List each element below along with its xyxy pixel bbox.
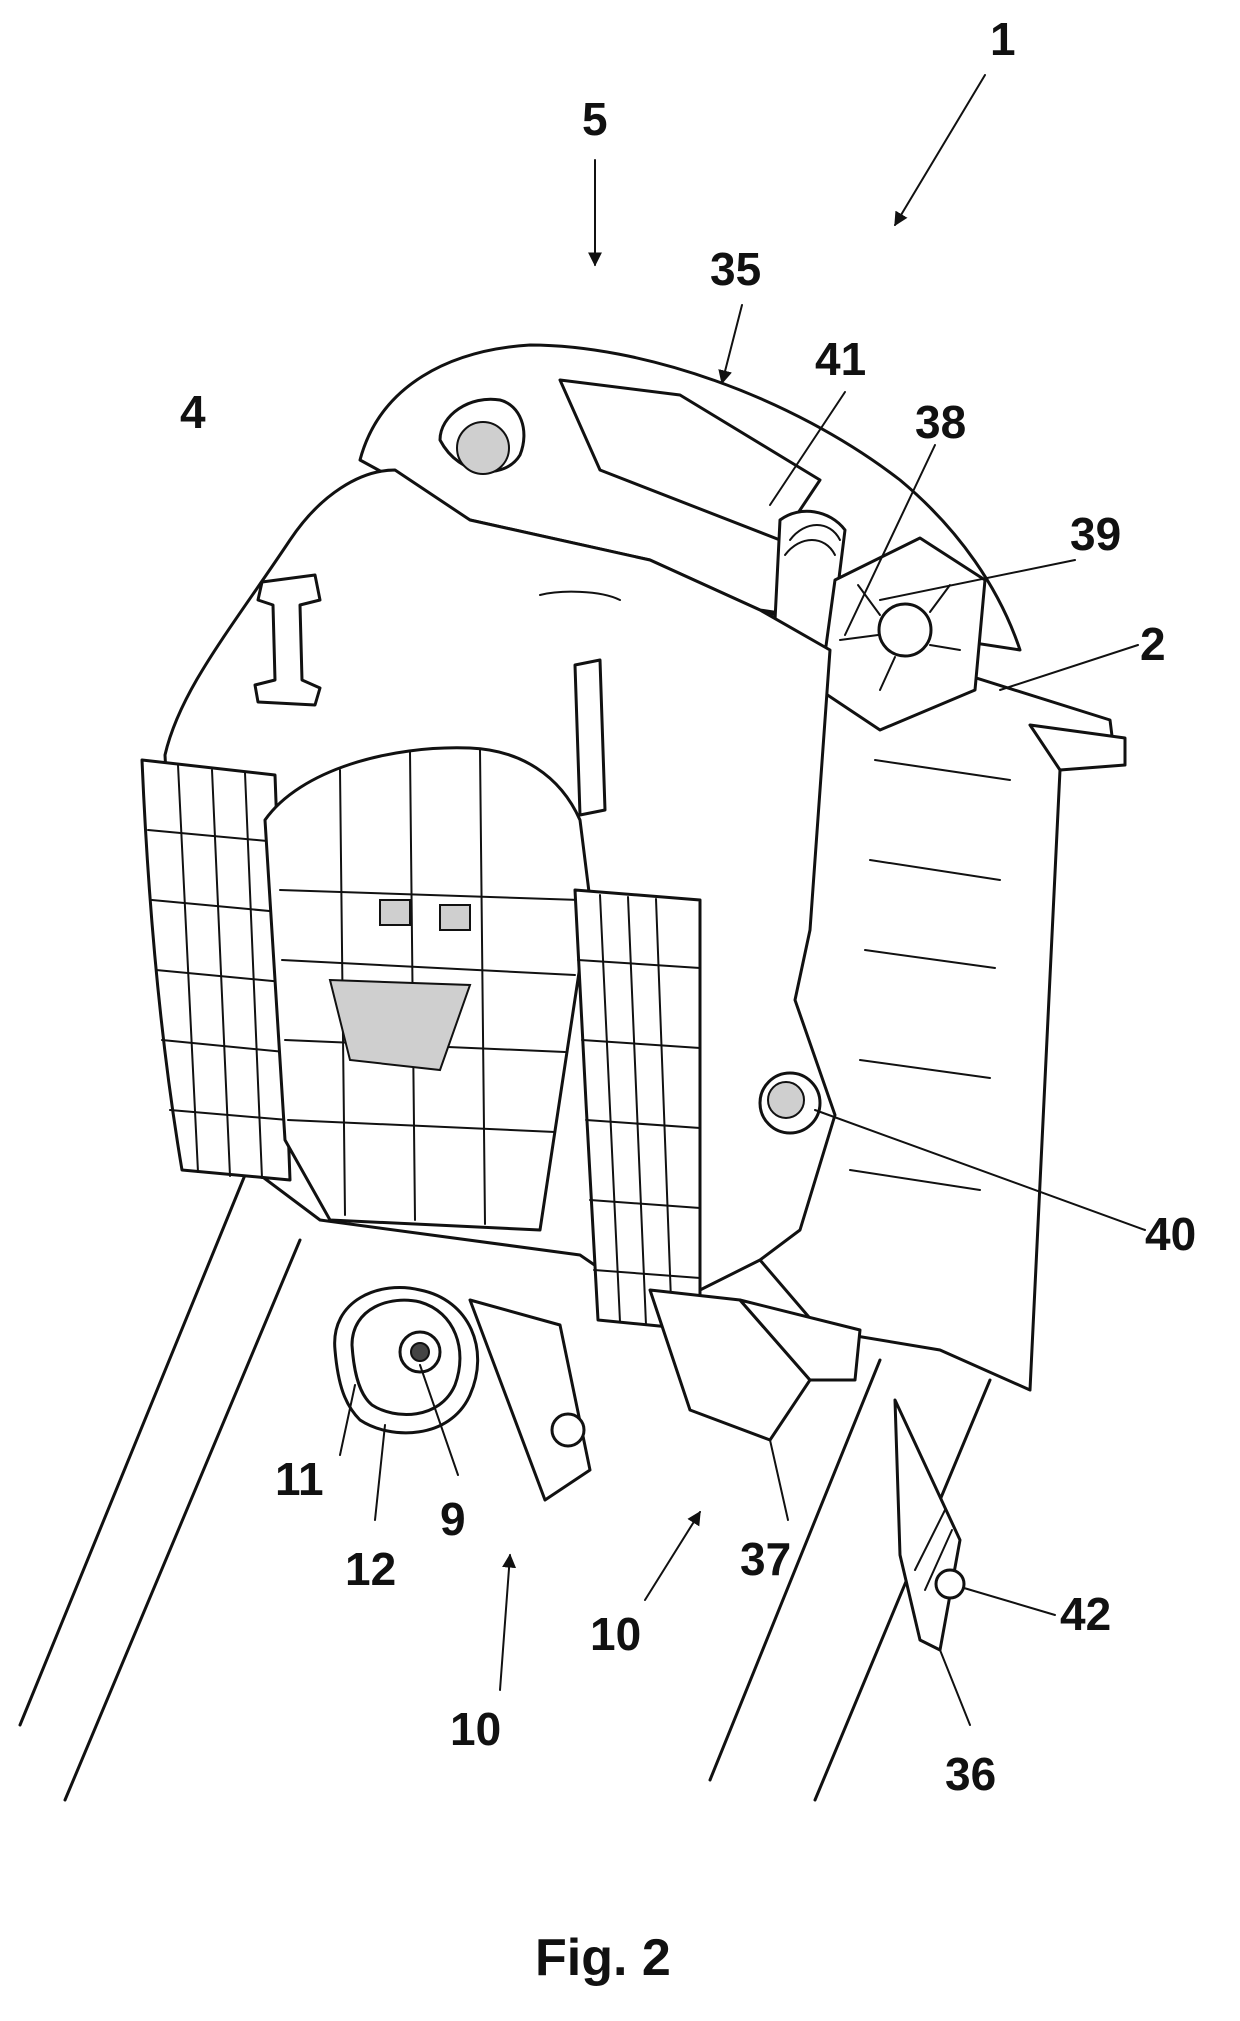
label-36: 36 <box>945 1748 996 1800</box>
label-39: 39 <box>1070 508 1121 560</box>
label-10-right: 10 <box>590 1608 641 1660</box>
right-pad <box>575 890 700 1330</box>
label-41: 41 <box>815 333 866 385</box>
label-35: 35 <box>710 243 761 295</box>
label-1: 1 <box>990 13 1016 65</box>
label-42: 42 <box>1060 1588 1111 1640</box>
label-38: 38 <box>915 396 966 448</box>
label-12: 12 <box>345 1543 396 1595</box>
rear-strut <box>895 1400 964 1650</box>
label-11: 11 <box>275 1453 324 1505</box>
center-lattice <box>265 748 590 1230</box>
label-4: 4 <box>180 386 206 438</box>
figure-caption: Fig. 2 <box>535 1929 671 1987</box>
label-2: 2 <box>1140 618 1166 670</box>
label-10-lower: 10 <box>450 1703 501 1755</box>
label-37: 37 <box>740 1533 791 1585</box>
label-5: 5 <box>582 93 608 145</box>
label-40: 40 <box>1145 1208 1196 1260</box>
hinge-assembly <box>335 1288 590 1501</box>
label-9: 9 <box>440 1493 466 1545</box>
pin-42-knob <box>936 1570 964 1598</box>
